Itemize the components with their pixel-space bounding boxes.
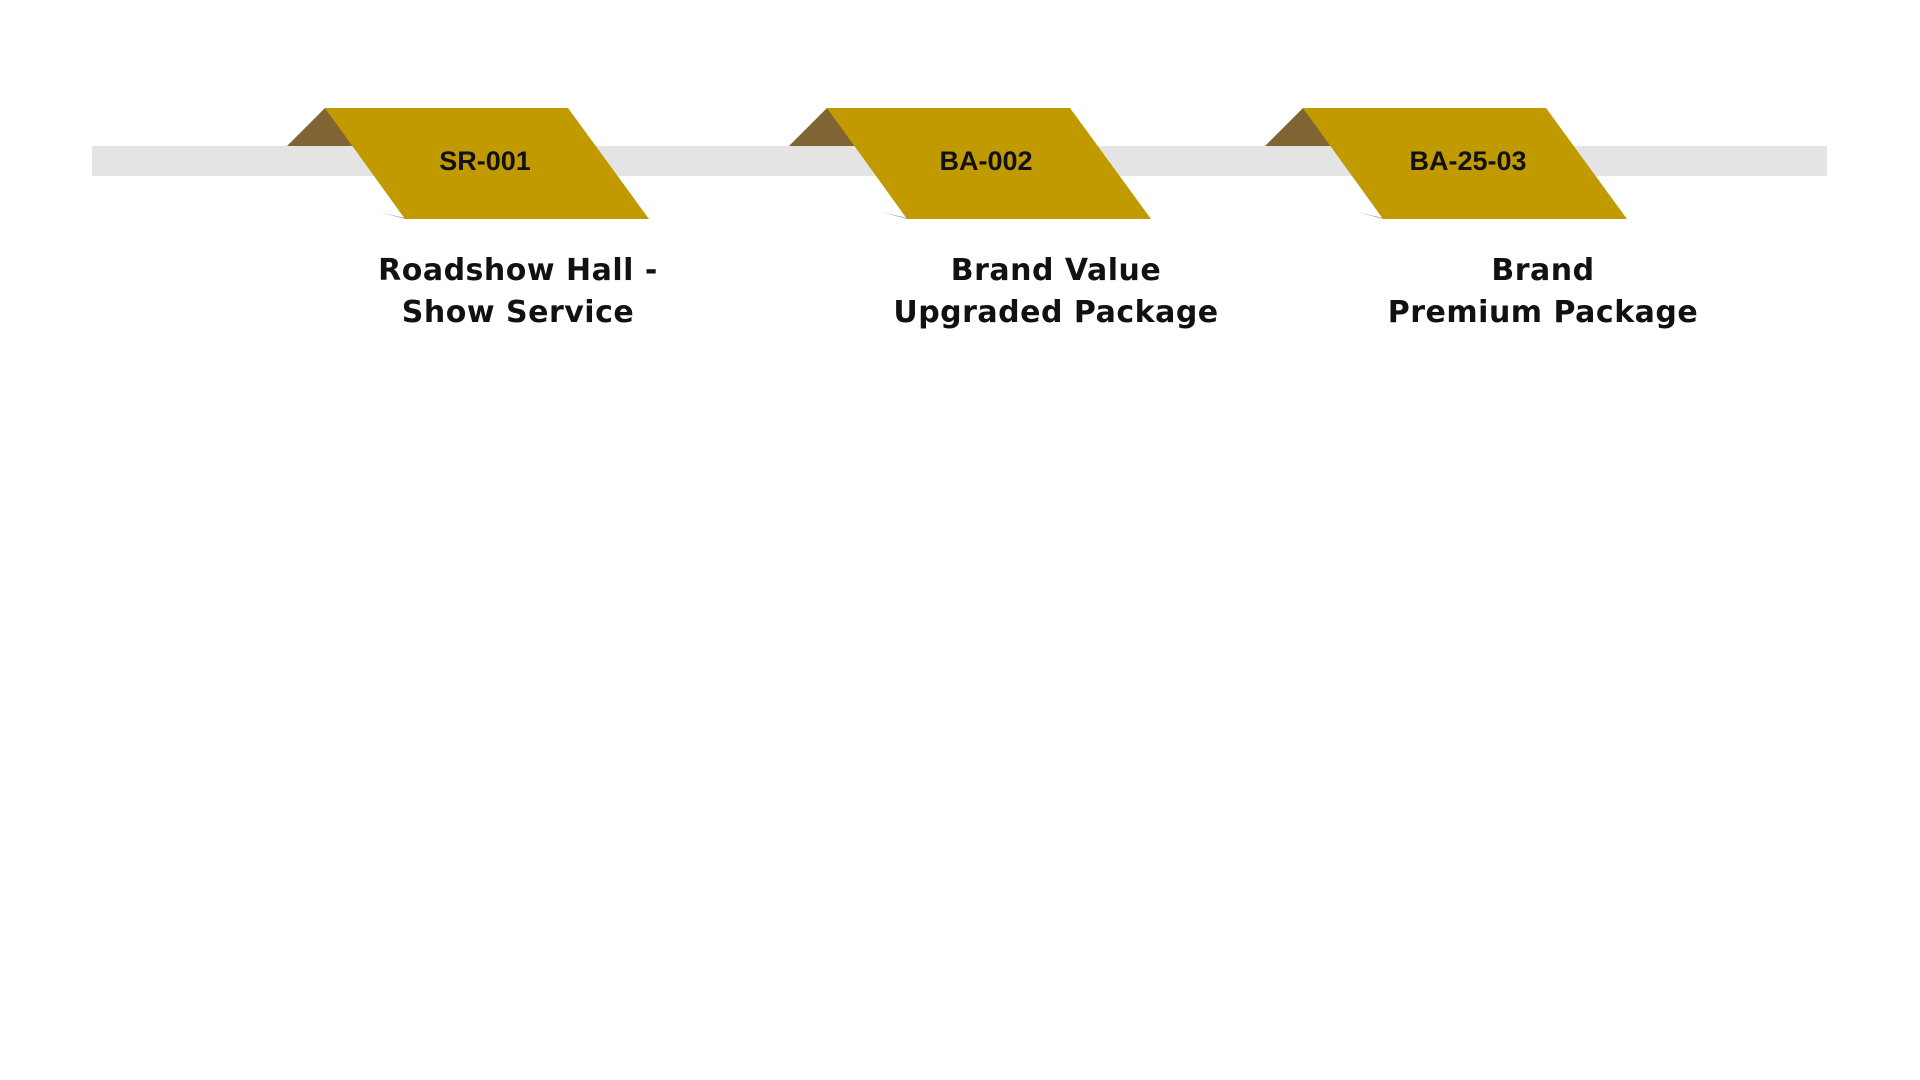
tab-2 xyxy=(789,108,1151,219)
tab-shape xyxy=(1303,108,1627,219)
item-label-line2: Show Service xyxy=(401,295,635,330)
tab-shape xyxy=(827,108,1151,219)
tab-shadow xyxy=(1357,212,1388,219)
tab-fold xyxy=(789,108,855,146)
tab-3 xyxy=(1265,108,1627,219)
timeline-tabs xyxy=(287,108,1627,219)
tab-1 xyxy=(287,108,649,219)
tab-fold xyxy=(287,108,353,146)
tab-shape xyxy=(325,108,649,219)
tab-shadow xyxy=(881,212,912,219)
item-label: Brand Value Upgraded Package xyxy=(846,250,1266,334)
item-label-line2: Premium Package xyxy=(1387,295,1699,330)
item-label-line2: Upgraded Package xyxy=(893,295,1219,330)
item-code: SR-001 xyxy=(439,146,531,176)
item-code: BA-25-03 xyxy=(1409,146,1527,176)
item-label-line1: Brand xyxy=(1491,253,1595,288)
item-code: BA-002 xyxy=(939,146,1033,176)
item-label: Roadshow Hall - Show Service xyxy=(308,250,728,334)
tab-shadow xyxy=(379,212,410,219)
item-label-line1: Brand Value xyxy=(950,253,1162,288)
tab-fold xyxy=(1265,108,1331,146)
item-label: Brand Premium Package xyxy=(1333,250,1753,334)
item-label-line1: Roadshow Hall - xyxy=(378,253,658,288)
